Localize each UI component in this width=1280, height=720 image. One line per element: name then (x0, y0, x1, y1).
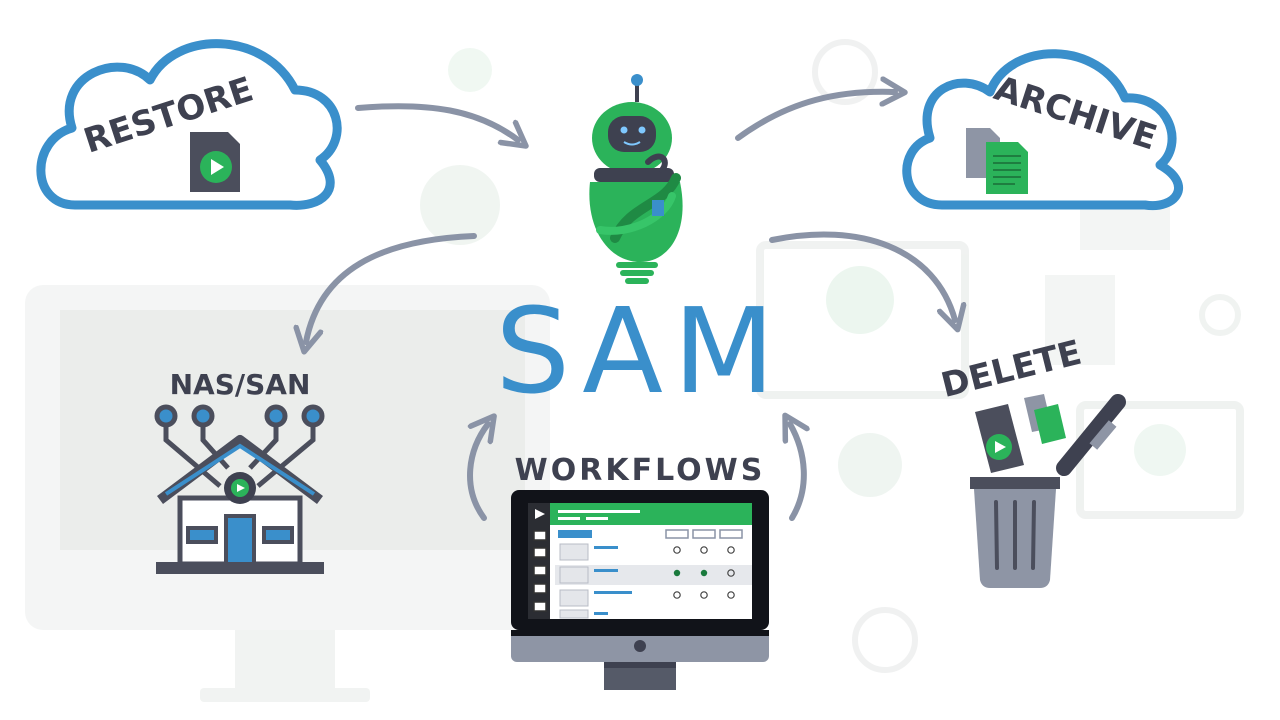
document-icon (966, 128, 1028, 194)
nas-san-label: NAS/SAN (170, 368, 311, 401)
arrow-icon (306, 92, 955, 521)
trash-can-icon (970, 394, 1126, 588)
monitor-icon (511, 490, 769, 690)
sam-title: SAM (495, 282, 785, 420)
robot-mascot (589, 74, 683, 284)
house-network-icon (154, 404, 325, 574)
workflows-label: WORKFLOWS (515, 453, 766, 488)
delete-label: DELETE (937, 333, 1085, 406)
video-file-icon (190, 132, 240, 192)
restore-cloud-icon (36, 39, 342, 210)
